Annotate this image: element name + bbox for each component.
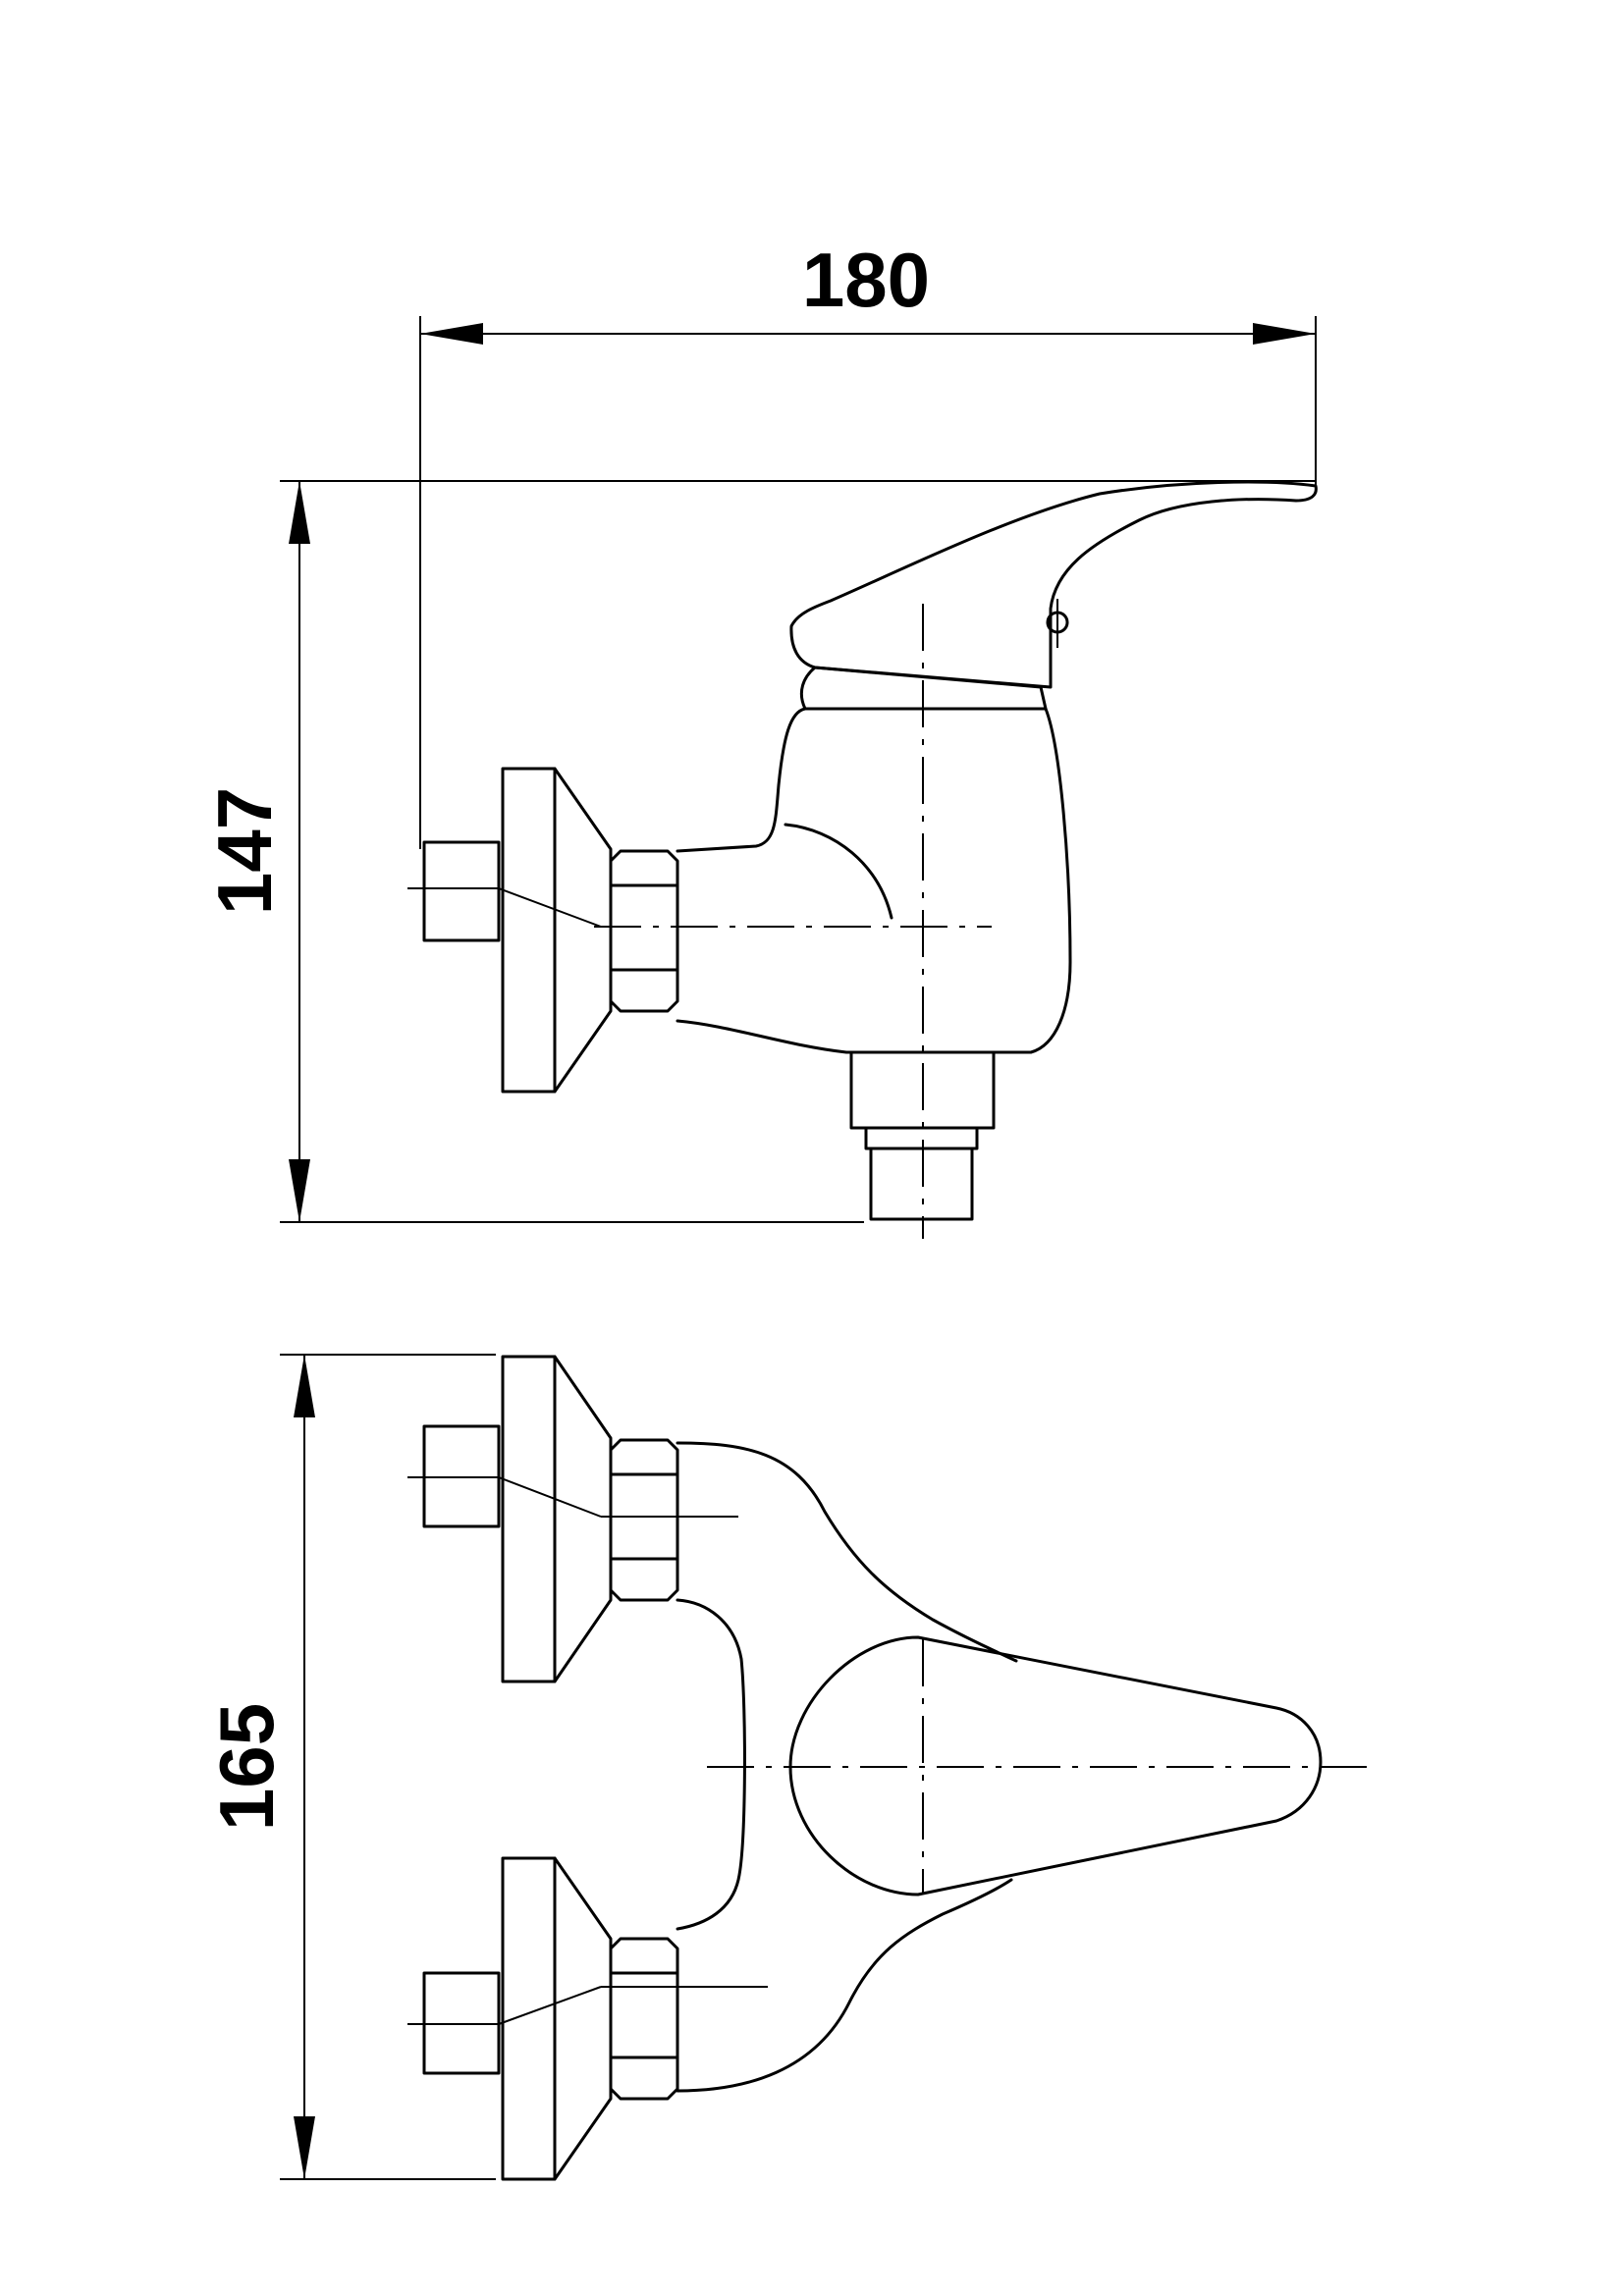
depth-dimension: 165 bbox=[203, 1354, 496, 2180]
side-view-inlet-taper bbox=[498, 887, 602, 928]
height-arrow-bottom bbox=[289, 1159, 310, 1222]
side-view-lever bbox=[789, 480, 1318, 689]
height-label: 147 bbox=[201, 787, 288, 915]
top-view-lower-flange bbox=[501, 1856, 613, 2181]
width-arrow-left bbox=[420, 323, 483, 345]
side-view-flange bbox=[501, 767, 613, 1094]
top-view-upper-flange bbox=[501, 1355, 613, 1683]
top-view-body-middle bbox=[676, 1598, 746, 1931]
top-view-upper-inlet-taper bbox=[498, 1476, 602, 1518]
depth-arrow-top bbox=[294, 1355, 315, 1417]
width-arrow-right bbox=[1253, 323, 1316, 345]
height-dimension: 147 bbox=[201, 480, 1316, 1223]
width-dimension: 180 bbox=[419, 237, 1317, 849]
top-view-lower-inlet-taper bbox=[498, 1986, 602, 2025]
side-view-hex-nut bbox=[609, 849, 679, 1013]
depth-arrow-bottom bbox=[294, 2116, 315, 2179]
top-view-upper-hex-nut bbox=[609, 1438, 679, 1602]
top-view-lever bbox=[788, 1635, 1323, 1896]
top-view-body-lower bbox=[676, 1878, 1013, 2093]
side-view bbox=[407, 480, 1318, 1239]
depth-label: 165 bbox=[203, 1703, 290, 1831]
side-view-outlet-thread bbox=[869, 1147, 974, 1221]
side-view-body bbox=[676, 707, 1072, 1054]
top-view-lower-hex-nut bbox=[609, 1937, 679, 2101]
side-view-body-curve bbox=[784, 823, 893, 920]
side-view-outlet-step bbox=[864, 1126, 979, 1150]
height-arrow-top bbox=[289, 481, 310, 544]
top-view bbox=[407, 1355, 1370, 2181]
top-view-body-upper bbox=[676, 1441, 1018, 1663]
side-view-inlet-nipple bbox=[422, 840, 501, 942]
width-label: 180 bbox=[802, 237, 930, 323]
